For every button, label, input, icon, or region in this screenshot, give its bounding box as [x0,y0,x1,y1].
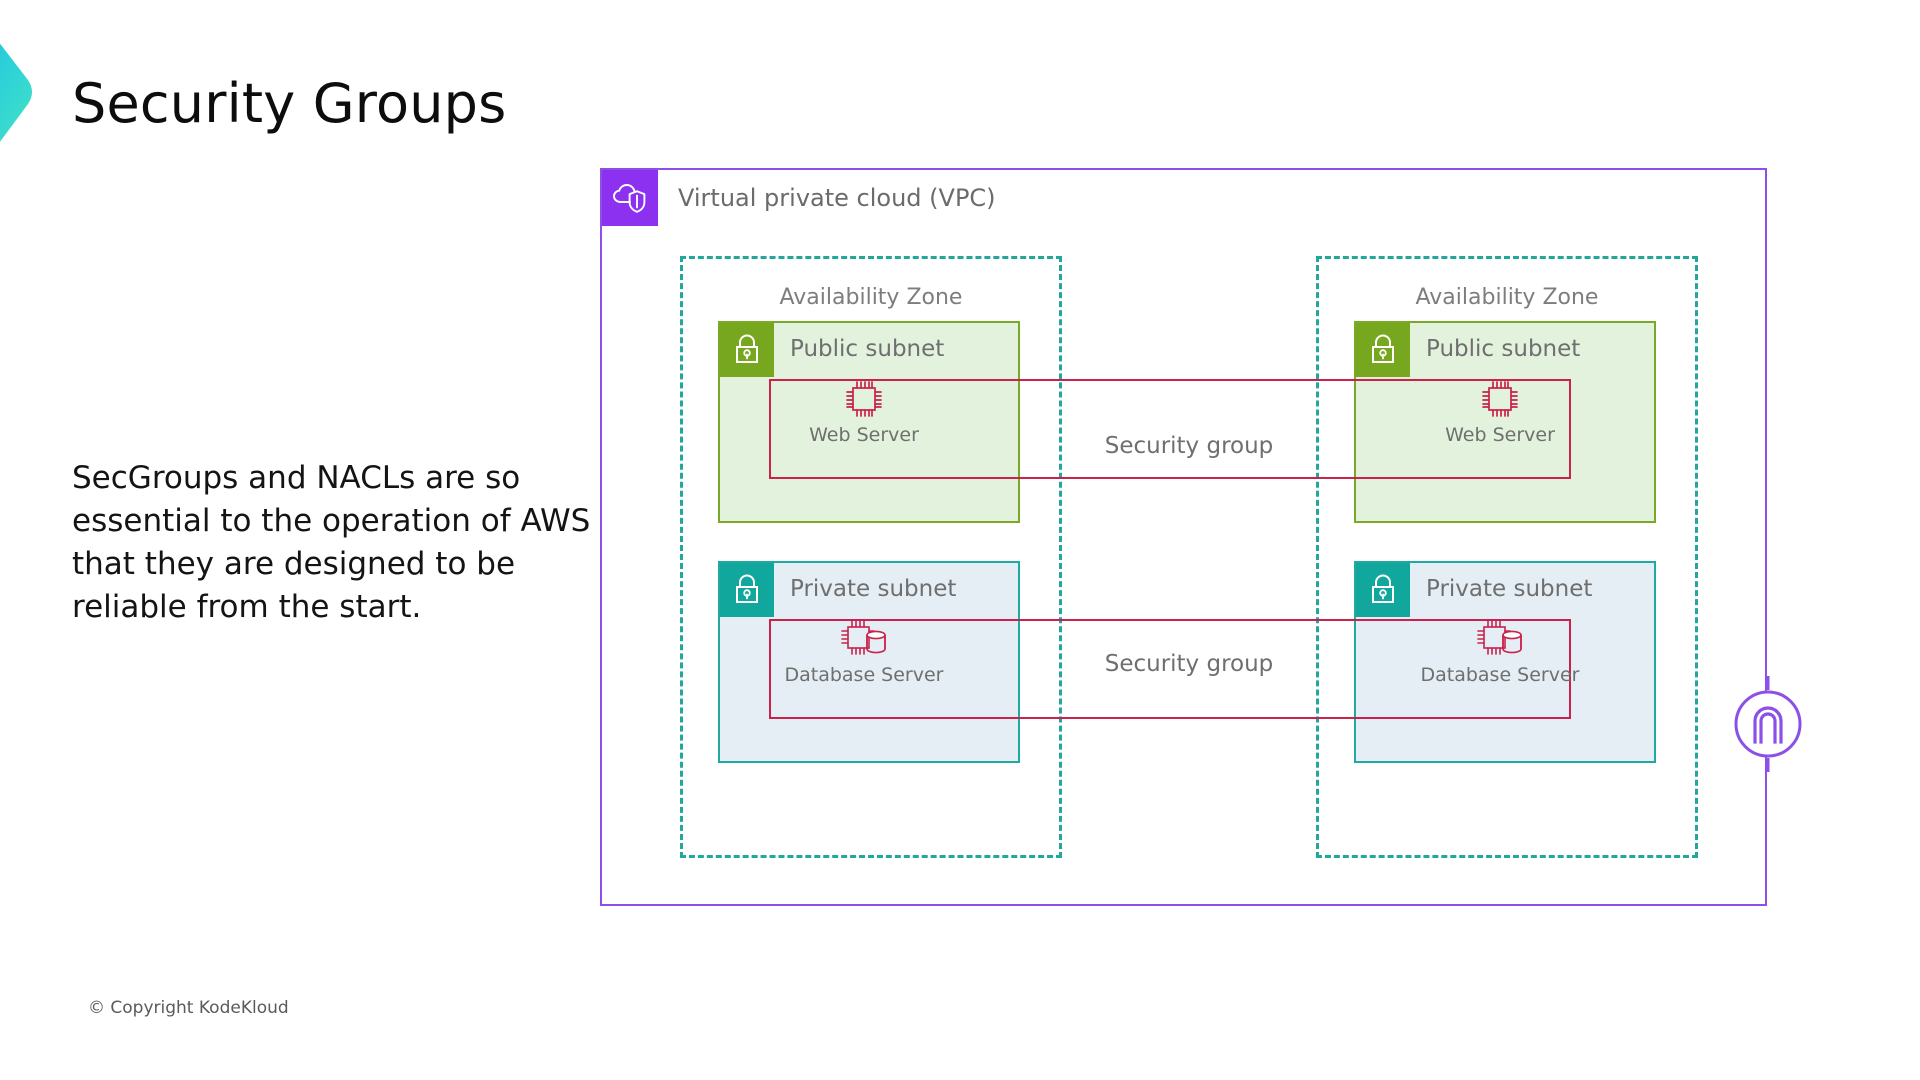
cpu-chip-icon [1405,376,1595,422]
lock-icon [1356,323,1410,377]
public-subnet-right: Public subnet [1354,321,1656,523]
vpc-cloud-shield-icon [602,170,658,226]
resource-label: Web Server [809,424,919,446]
lock-icon [720,563,774,617]
page-title: Security Groups [72,72,507,135]
resource-label: Database Server [784,664,944,686]
kodekloud-logo [0,18,66,168]
lock-icon [1356,563,1410,617]
private-subnet-right: Private subnet [1354,561,1656,763]
availability-zone-label: Availability Zone [1415,285,1599,310]
subnet-title: Public subnet [1426,336,1581,362]
footer-copyright: © Copyright KodeKloud [88,998,289,1018]
availability-zone-label: Availability Zone [779,285,963,310]
resource-database-server-left: Database Server [769,616,959,686]
availability-zone-right: Availability Zone [1316,256,1698,858]
body-paragraph: SecGroups and NACLs are so essential to … [72,460,591,625]
security-group-private [769,619,1571,719]
security-group-label-private: Security group [1104,651,1274,677]
cpu-chip-database-icon [769,616,959,662]
public-subnet-left: Public subnet [718,321,1020,523]
resource-web-server-left: Web Server [769,376,959,446]
availability-zone-left: Availability Zone [680,256,1062,858]
lock-icon [720,323,774,377]
subnet-title: Public subnet [790,336,945,362]
security-group-label-public: Security group [1104,433,1274,459]
aws-architecture-diagram: Virtual private cloud (VPC) Availability… [600,168,1802,908]
subnet-title: Private subnet [1426,576,1593,602]
cpu-chip-icon [769,376,959,422]
resource-label: Database Server [1420,664,1580,686]
resource-web-server-right: Web Server [1405,376,1595,446]
vpc-label: Virtual private cloud (VPC) [678,184,996,212]
cpu-chip-database-icon [1405,616,1595,662]
security-group-public [769,379,1571,479]
private-subnet-left: Private subnet [718,561,1020,763]
resource-database-server-right: Database Server [1405,616,1595,686]
internet-gateway-icon [1720,676,1816,772]
resource-label: Web Server [1445,424,1555,446]
vpc-container [600,168,1767,906]
subnet-title: Private subnet [790,576,957,602]
